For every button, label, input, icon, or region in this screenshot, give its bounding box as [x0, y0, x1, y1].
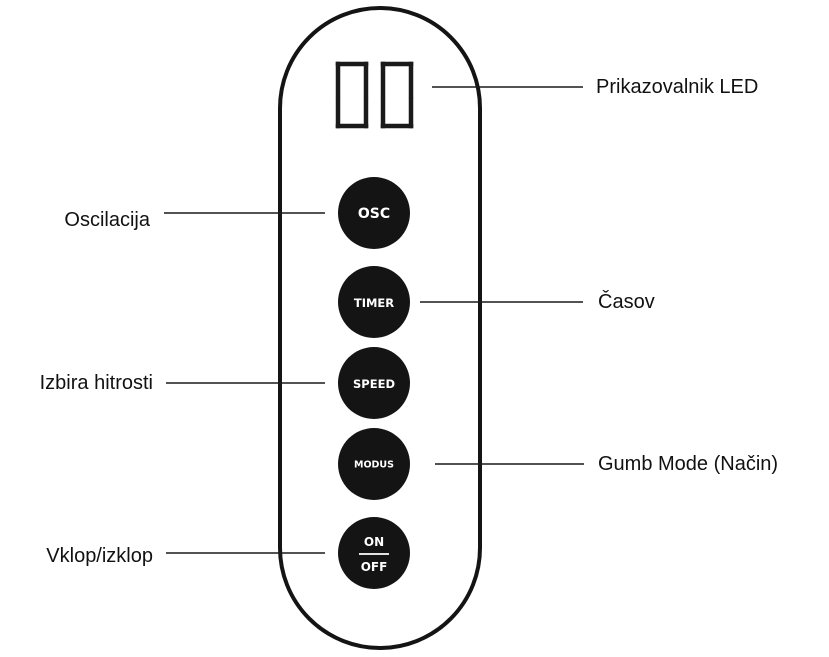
- label-modus: Gumb Mode (Način): [598, 453, 778, 475]
- led-digit-2: [380, 61, 414, 129]
- osc-button-text: OSC: [358, 206, 390, 222]
- osc-button-circle[interactable]: [338, 177, 410, 249]
- speed-button-text: SPEED: [353, 377, 395, 391]
- label-led-display: Prikazovalnik LED: [596, 76, 758, 98]
- label-speed: Izbira hitrosti: [40, 372, 153, 394]
- label-timer: Časov: [598, 290, 655, 313]
- timer-button-circle[interactable]: [338, 266, 410, 338]
- modus-button-circle[interactable]: [338, 428, 410, 500]
- power-button-text-on: ON: [364, 535, 384, 549]
- speed-button-circle[interactable]: [338, 347, 410, 419]
- osc-button[interactable]: OSC: [338, 177, 410, 249]
- led-digit-1: [335, 61, 369, 129]
- led-display: [335, 61, 414, 129]
- timer-button-text: TIMER: [354, 296, 394, 310]
- power-button-text-off: OFF: [361, 560, 388, 574]
- modus-button-text: MODUS: [354, 460, 394, 471]
- modus-button[interactable]: MODUS: [338, 428, 410, 500]
- label-power: Vklop/izklop: [46, 545, 153, 567]
- speed-button[interactable]: SPEED: [338, 347, 410, 419]
- power-button-circle[interactable]: [338, 517, 410, 589]
- power-button[interactable]: ON OFF: [338, 517, 410, 589]
- timer-button[interactable]: TIMER: [338, 266, 410, 338]
- label-osc: Oscilacija: [64, 209, 150, 231]
